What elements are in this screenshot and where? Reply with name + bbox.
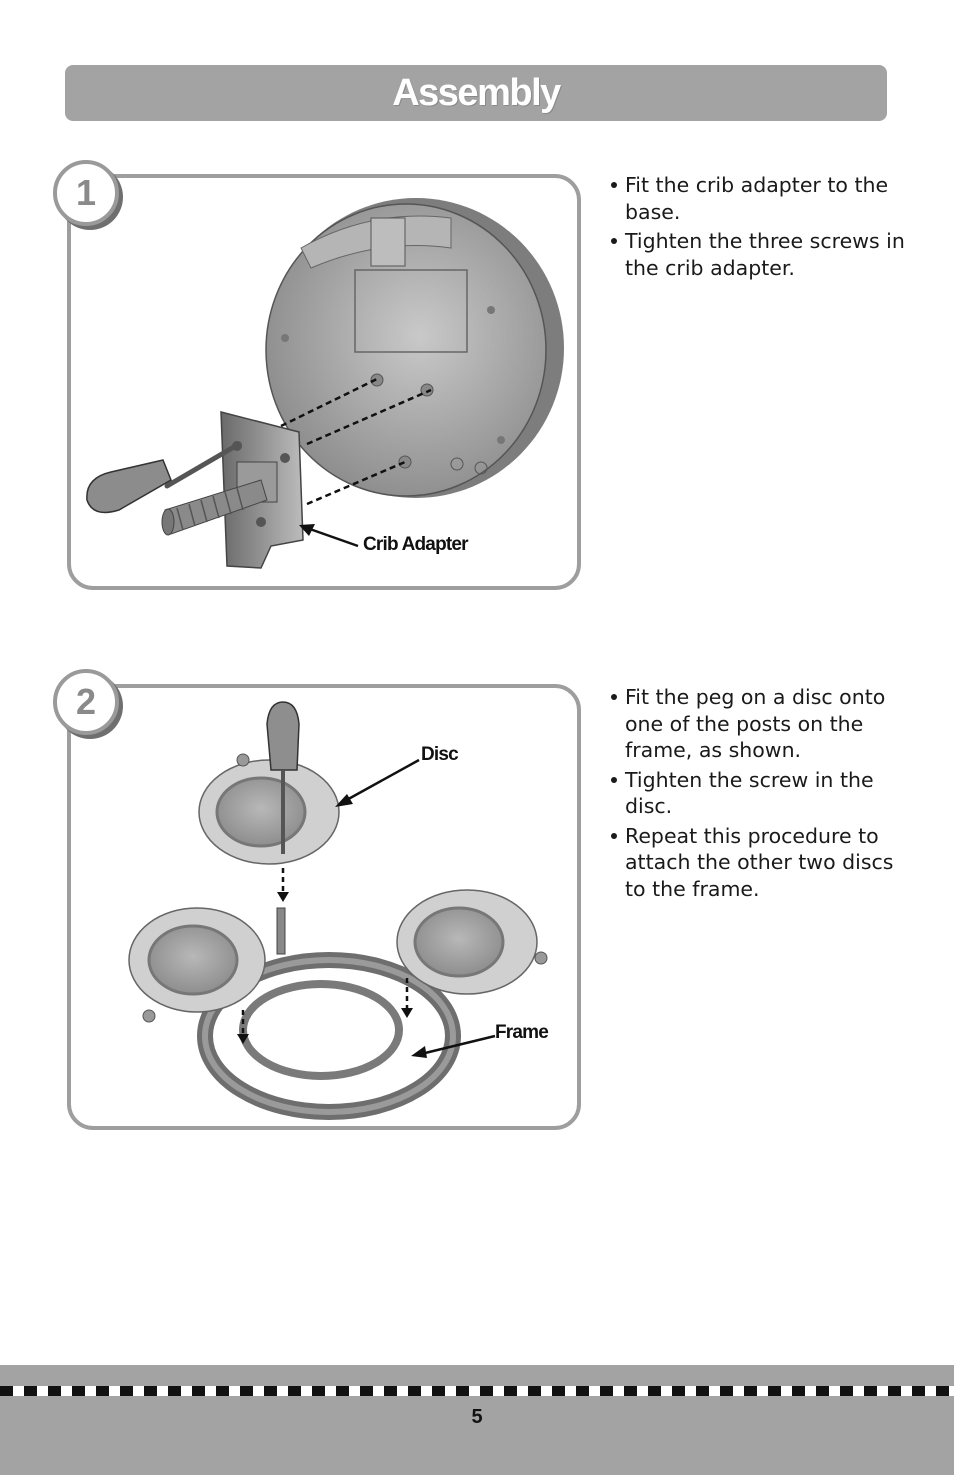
step-number: 1 (75, 172, 97, 213)
disc-callout-arrow (335, 758, 420, 807)
crib-adapter-callout-arrow (299, 524, 359, 548)
disc-right (396, 889, 548, 995)
page-footer (0, 1365, 954, 1475)
step-1-instructions: Fit the crib adapter to the base. Tighte… (610, 172, 910, 284)
threaded-bolt (161, 479, 268, 536)
down-arrow (277, 868, 289, 902)
screwdriver (266, 701, 300, 854)
step-1-illustration-panel: Crib Adapter (67, 174, 581, 590)
instruction-item: Tighten the screw in the disc. (610, 767, 910, 820)
step-2-illustration-panel: Disc Frame (67, 684, 581, 1130)
checkered-border (0, 1386, 954, 1396)
crib-adapter-label: Crib Adapter (363, 534, 469, 555)
page-number: 5 (471, 1406, 483, 1428)
frame-label: Frame (495, 1022, 549, 1043)
disc-label: Disc (421, 744, 459, 765)
step-2-badge: 2 (53, 669, 119, 735)
screwdriver (86, 441, 242, 514)
alignment-lines (280, 376, 432, 506)
instruction-item: Tighten the three screws in the crib ada… (610, 228, 910, 281)
instruction-item: Repeat this procedure to attach the othe… (610, 823, 910, 903)
disc-left (128, 907, 266, 1023)
step-1-badge: 1 (53, 160, 119, 226)
disc-frame-illustration (128, 701, 548, 1120)
crib-adapter-illustration (86, 198, 564, 569)
base-unit (265, 198, 564, 498)
step-number: 2 (75, 681, 97, 722)
disc-top (198, 753, 340, 865)
frame-callout-arrow (411, 1034, 496, 1058)
section-title-bar: Assembly (65, 65, 887, 121)
step-2-instructions: Fit the peg on a disc onto one of the po… (610, 684, 910, 905)
post-arrows (241, 978, 409, 1036)
instruction-item: Fit the peg on a disc onto one of the po… (610, 684, 910, 764)
page-title: Assembly (392, 71, 561, 114)
instruction-item: Fit the crib adapter to the base. (610, 172, 910, 225)
